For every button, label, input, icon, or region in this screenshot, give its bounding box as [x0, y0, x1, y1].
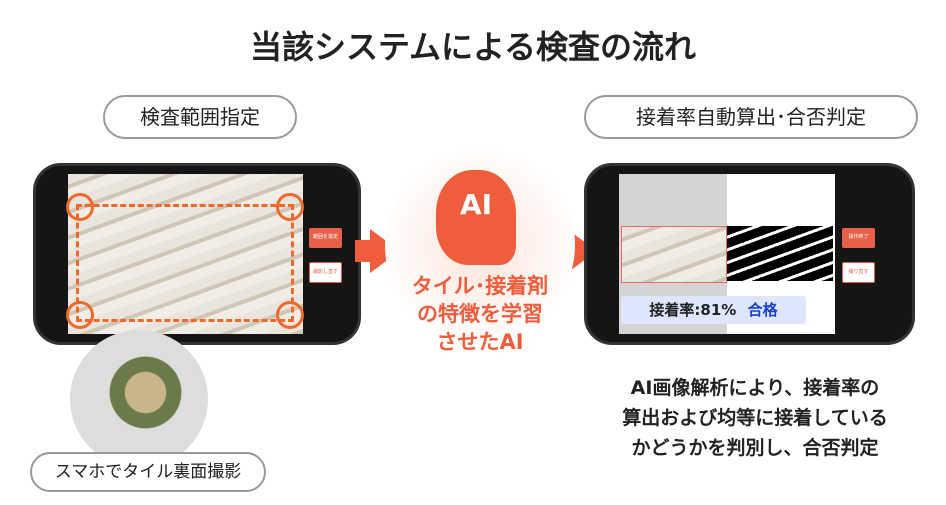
retake-button[interactable]: 撮影し直す: [309, 262, 342, 283]
corner-handle[interactable]: [66, 193, 94, 221]
binarized-image: [727, 226, 833, 281]
finish-button[interactable]: 操作終了: [842, 228, 875, 248]
range-selection[interactable]: [76, 204, 294, 322]
tile-photo: [68, 174, 303, 334]
right-phone: 接着率:81% 合格 操作終了 撮り直す: [584, 163, 915, 345]
analyzed-tile: [621, 226, 727, 283]
step-label-result: 接着率自動算出･合否判定: [584, 95, 918, 139]
result-description: AI画像解析により、接着率の 算出および均等に接着している かどうかを判別し、合…: [622, 377, 888, 459]
result-box: 接着率:81% 合格: [621, 296, 806, 324]
corner-handle[interactable]: [66, 301, 94, 329]
retake-button[interactable]: 撮り直す: [842, 262, 875, 283]
page-title: 当該システムによる検査の流れ: [249, 28, 697, 66]
corner-handle[interactable]: [276, 301, 304, 329]
left-phone: 範囲を指定 撮影し直す: [33, 163, 361, 345]
set-range-button[interactable]: 範囲を指定: [309, 228, 342, 248]
worker-photo: [70, 330, 208, 468]
corner-handle[interactable]: [276, 193, 304, 221]
pass-badge: 合格: [747, 301, 778, 319]
photo-caption: スマホでタイル裏面撮影: [30, 452, 266, 492]
step-label-range: 検査範囲指定: [103, 95, 297, 139]
ai-head-icon: [436, 170, 516, 265]
ai-description: タイル･接着剤 の特徴を学習 させたAI: [411, 274, 549, 354]
ai-badge: AI: [459, 188, 493, 221]
